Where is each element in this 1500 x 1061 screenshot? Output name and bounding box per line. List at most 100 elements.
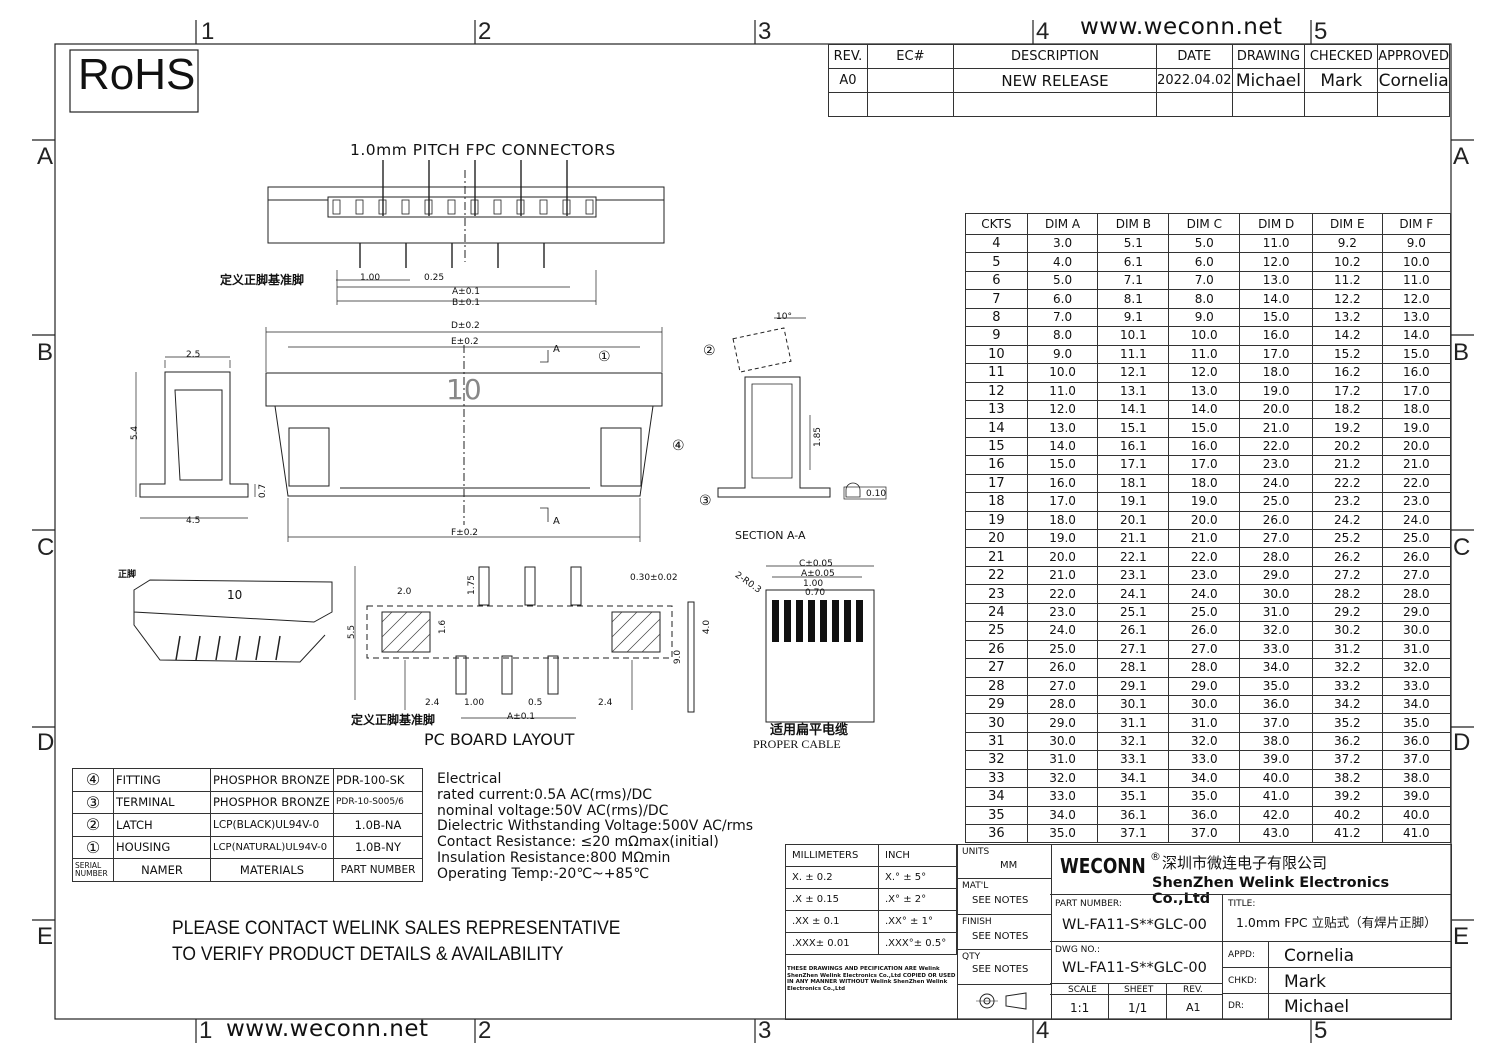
- section-marker-bottom: A: [553, 516, 560, 527]
- dim-cell: 13.0: [1381, 307, 1452, 328]
- dim-cell: 18.0: [1168, 473, 1241, 494]
- cable-label-en: PROPER CABLE: [753, 737, 841, 751]
- notice-line: PLEASE CONTACT WELINK SALES REPRESENTATI…: [172, 918, 621, 939]
- dim-cell: 9.0: [1026, 344, 1099, 365]
- pcb-layout-view: [354, 566, 673, 719]
- dim-cell: 25.0: [1239, 492, 1313, 512]
- dim-cell: 39.0: [1381, 787, 1452, 807]
- dim-cell: 37.0: [1168, 823, 1241, 844]
- pad-length-dim: 1.75: [467, 574, 478, 596]
- dim-cell: 21.0: [1239, 418, 1313, 438]
- pin-width-dim: 0.25: [424, 273, 445, 283]
- sheet-value: 1/1: [1128, 1001, 1148, 1015]
- datum-pin-label-2: 定义正脚基准脚: [351, 713, 436, 727]
- bom-row: ① HOUSING LCP(NATURAL)UL94V-0 1.0B-NY: [72, 835, 423, 859]
- dim-cell: 14.0: [1168, 399, 1241, 420]
- ckts-cell: 7: [965, 289, 1028, 309]
- layout-height-dim: 5.5: [347, 624, 358, 640]
- dim-cell: 14.1: [1097, 399, 1170, 420]
- finish-label: FINISH: [962, 917, 992, 927]
- zone-col-2: 2: [478, 18, 492, 45]
- ckts-cell: 18: [965, 492, 1028, 512]
- dim-a-header: DIM A: [1026, 213, 1099, 235]
- bom-material: PHOSPHOR BRONZE: [210, 768, 334, 792]
- title-value: 1.0mm FPC 立贴式（有焊片正脚）: [1236, 915, 1437, 930]
- dim-cell: 17.0: [1239, 344, 1313, 365]
- bom-footer-row: SERIAL NUMBER NAMER MATERIALS PART NUMBE…: [72, 858, 423, 882]
- dim-e-header: DIM E: [1312, 213, 1383, 235]
- website-link-bottom[interactable]: www.weconn.net: [226, 1016, 429, 1042]
- dim-cell: 30.0: [1168, 694, 1241, 715]
- bom-footer-material: MATERIALS: [210, 858, 334, 882]
- dim-cell: 35.1: [1097, 787, 1170, 807]
- layout-title: PC BOARD LAYOUT: [424, 730, 575, 749]
- dim-cell: 30.1: [1097, 694, 1170, 715]
- dim-cell: 18.0: [1026, 510, 1099, 531]
- dim-cell: 34.0: [1168, 768, 1241, 789]
- dim-f-header: DIM F: [1381, 213, 1452, 235]
- dim-cell: 20.0: [1026, 547, 1099, 567]
- dim-cell: 6.0: [1168, 252, 1241, 272]
- dim-cell: 33.0: [1381, 676, 1452, 696]
- dim-cell: 11.0: [1168, 344, 1241, 365]
- dim-c-header: DIM C: [1168, 213, 1241, 235]
- dim-cell: 15.0: [1026, 455, 1099, 475]
- right-offset-dim: 2.4: [598, 698, 613, 708]
- datum-pin-label: 定义正脚基准脚: [220, 273, 305, 287]
- ckts-cell: 29: [965, 694, 1028, 715]
- zone-col-4-bottom: 4: [1036, 1017, 1050, 1044]
- dim-cell: 36.0: [1239, 694, 1313, 715]
- ckts-cell: 21: [965, 547, 1028, 567]
- dim-cell: 24.0: [1239, 473, 1313, 494]
- dim-cell: 27.0: [1168, 639, 1241, 660]
- side-view: [135, 356, 256, 519]
- ckts-cell: 8: [965, 307, 1028, 328]
- zone-row-c: C: [37, 534, 55, 561]
- dim-cell: 28.1: [1097, 658, 1170, 678]
- dim-cell: 28.2: [1312, 584, 1383, 604]
- ckts-cell: 6: [965, 270, 1028, 291]
- dim-cell: 22.2: [1312, 473, 1383, 494]
- revision-table: REV. EC# DESCRIPTION DATE DRAWING CHECKE…: [828, 44, 1450, 117]
- dim-cell: 35.0: [1381, 713, 1452, 733]
- dim-cell: 24.2: [1312, 510, 1383, 531]
- bom-part-number: 1.0B-NY: [333, 835, 423, 859]
- website-link-top[interactable]: www.weconn.net: [1080, 14, 1283, 40]
- dim-cell: 6.0: [1026, 289, 1099, 309]
- approved-by-label: APPD:: [1228, 950, 1255, 960]
- dim-cell: 27.0: [1026, 676, 1099, 696]
- units-label: UNITS: [962, 847, 990, 857]
- cable-thickness-dim: 0.30±0.02: [630, 573, 678, 583]
- dim-cell: 6.1: [1097, 252, 1170, 272]
- zone-col-5: 5: [1314, 18, 1328, 45]
- dim-cell: 40.0: [1381, 805, 1452, 826]
- bom-serial: ③: [72, 790, 114, 814]
- bom-footer-name: NAMER: [113, 858, 211, 882]
- electrical-line: Operating Temp:-20℃~+85℃: [437, 865, 650, 882]
- dim-cell: 16.0: [1168, 436, 1241, 457]
- dim-cell: 32.1: [1097, 731, 1170, 752]
- sheet-label: SHEET: [1124, 985, 1154, 995]
- zone-row-d-right: D: [1453, 729, 1471, 756]
- ckts-cell: 31: [965, 731, 1028, 752]
- dim-cell: 29.1: [1097, 676, 1170, 696]
- ckts-cell: 13: [965, 399, 1028, 420]
- dim-cell: 24.0: [1381, 510, 1452, 531]
- dim-cell: 19.2: [1312, 418, 1383, 438]
- dim-cell: 15.2: [1312, 344, 1383, 365]
- dim-cell: 21.2: [1312, 455, 1383, 475]
- dim-cell: 28.0: [1239, 547, 1313, 567]
- dim-cell: 23.0: [1239, 455, 1313, 475]
- ckts-cell: 35: [965, 805, 1028, 826]
- checked-header: CHECKED: [1304, 44, 1379, 69]
- ckts-cell: 26: [965, 639, 1028, 660]
